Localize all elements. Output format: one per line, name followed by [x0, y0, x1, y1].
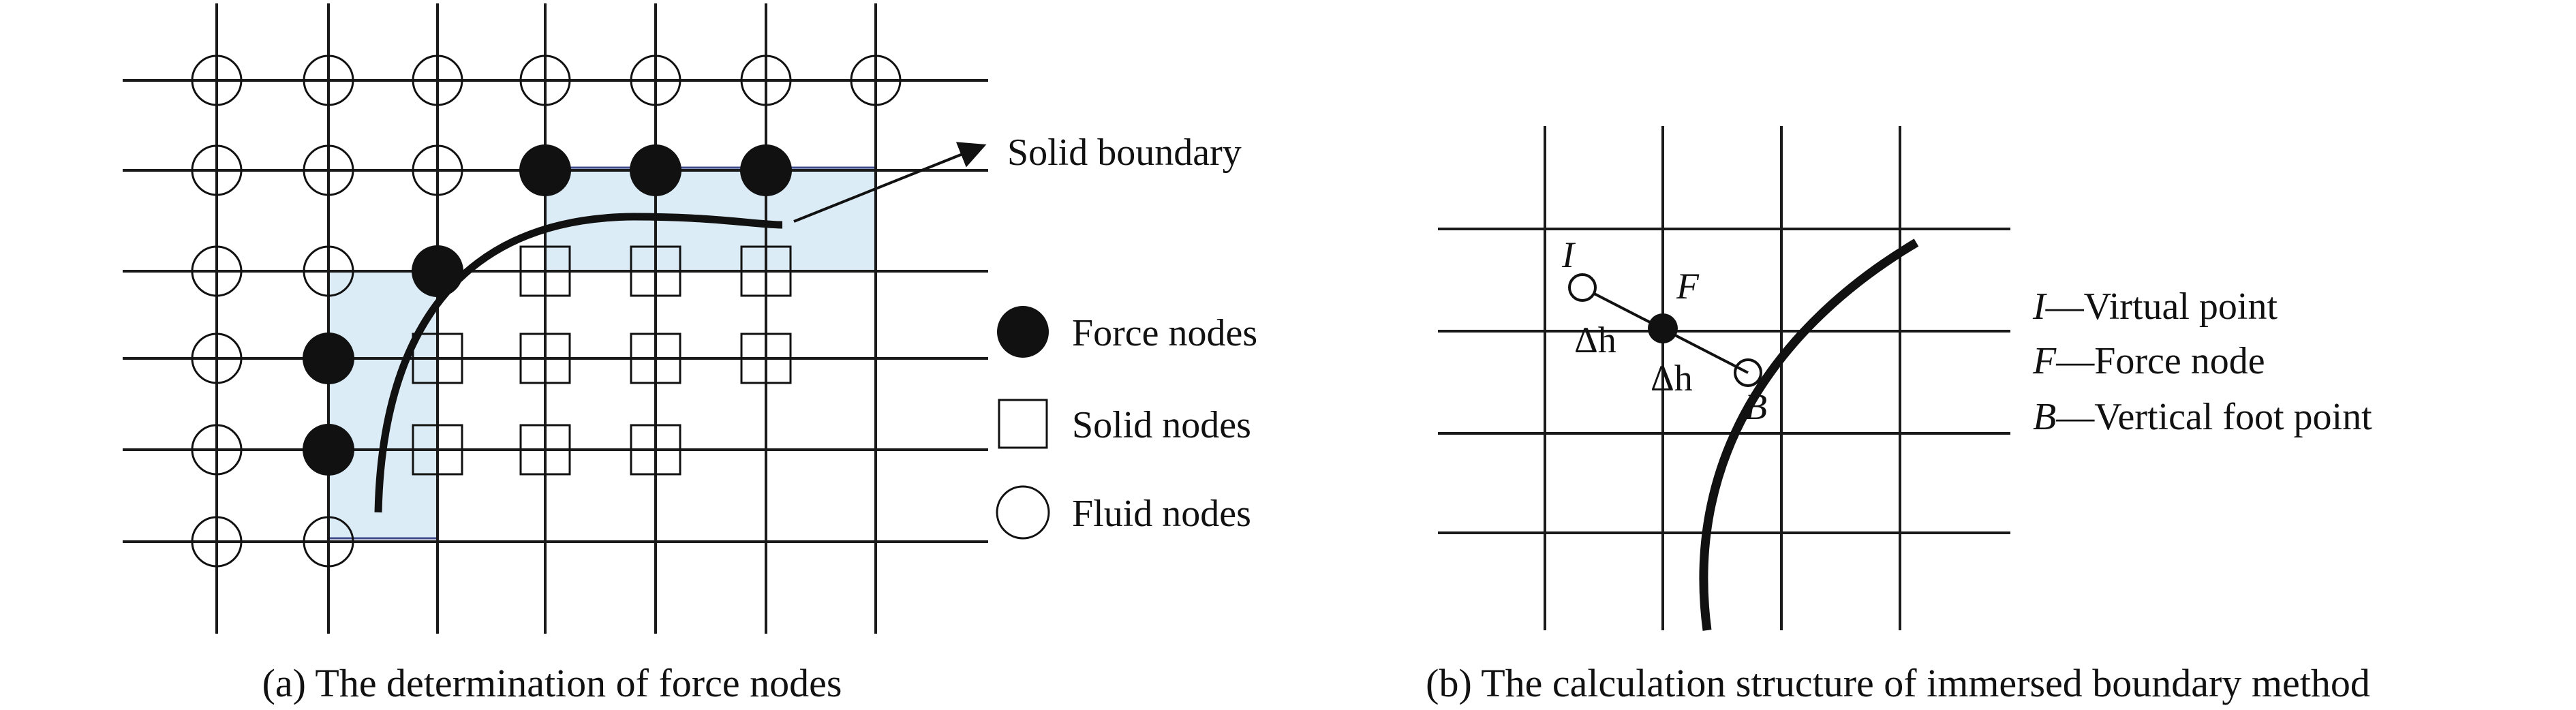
legend-a: Force nodes Solid nodes Fluid nodes	[996, 306, 1257, 540]
fluid-node	[191, 144, 243, 196]
caption-a: (a) The determination of force nodes	[262, 661, 842, 705]
force-node	[303, 333, 354, 384]
legend-b-symbol: F	[2032, 340, 2057, 382]
grid-b	[1438, 126, 2010, 630]
fluid-node	[303, 245, 354, 297]
legend-b-symbol: B	[2033, 396, 2056, 438]
force-node	[630, 144, 681, 196]
solid-node	[630, 245, 681, 297]
solid-boundary-curve	[374, 213, 783, 513]
fluid-node	[740, 55, 792, 106]
force-node	[519, 144, 571, 196]
legend-force-label: Force nodes	[1072, 312, 1257, 354]
force-node	[412, 245, 463, 297]
legend-b-symbol: I	[2032, 285, 2047, 328]
legend-b-text: —Vertical foot point	[2055, 396, 2372, 438]
solid-node	[630, 424, 681, 476]
legend-b-text: —Virtual point	[2045, 285, 2278, 328]
force-node-marker	[1648, 313, 1678, 343]
force-node	[303, 424, 354, 476]
legend-solid-label: Solid nodes	[1072, 404, 1251, 446]
legend-b: I—Virtual point F—Force node B—Vertical …	[2032, 285, 2372, 438]
panel-b: I F B Δh Δh I—Virtual point F—Force node…	[1426, 126, 2372, 705]
solid-node	[412, 424, 463, 476]
legend-fluid-icon	[996, 485, 1050, 540]
fluid-node	[303, 516, 354, 568]
fluid-node	[412, 55, 463, 106]
fluid-node	[630, 55, 681, 106]
foot-point-marker	[1734, 358, 1762, 387]
legend-b-text: —Force node	[2055, 340, 2265, 382]
solid-node	[519, 333, 571, 384]
legend-b-item: F—Force node	[2032, 340, 2265, 382]
solid-boundary-label: Solid boundary	[1007, 132, 1242, 174]
fluid-node	[412, 144, 463, 196]
legend-force-icon	[997, 306, 1049, 358]
fluid-node	[191, 424, 243, 476]
caption-b: (b) The calculation structure of immerse…	[1426, 661, 2370, 705]
immersed-boundary-curve	[1699, 238, 1919, 631]
nodes-a	[191, 55, 902, 568]
fluid-node	[303, 55, 354, 106]
fluid-node	[191, 516, 243, 568]
fluid-node	[191, 55, 243, 106]
panel-a: Solid boundary Force nodes Solid nodes F…	[123, 3, 1257, 705]
legend-b-item: I—Virtual point	[2032, 285, 2278, 328]
delta-h-label-1: Δh	[1574, 320, 1616, 360]
fluid-node	[191, 245, 243, 297]
force-node	[740, 144, 792, 196]
solid-node	[519, 245, 571, 297]
fluid-node	[303, 144, 354, 196]
legend-fluid-label: Fluid nodes	[1072, 493, 1251, 535]
fluid-node	[519, 55, 571, 106]
delta-h-label-2: Δh	[1651, 358, 1693, 399]
solid-node	[630, 333, 681, 384]
solid-node	[740, 333, 792, 384]
solid-node	[519, 424, 571, 476]
label-B: B	[1745, 386, 1767, 427]
fluid-node	[850, 55, 902, 106]
solid-node	[740, 245, 792, 297]
grid-a	[123, 3, 988, 634]
boundary-arrow	[793, 142, 987, 223]
solid-node	[412, 333, 463, 384]
label-I: I	[1561, 234, 1576, 275]
legend-b-item: B—Vertical foot point	[2033, 396, 2372, 438]
virtual-point-marker	[1568, 273, 1597, 302]
label-F: F	[1676, 266, 1700, 307]
legend-solid-icon	[998, 399, 1048, 449]
fluid-node	[191, 333, 243, 384]
